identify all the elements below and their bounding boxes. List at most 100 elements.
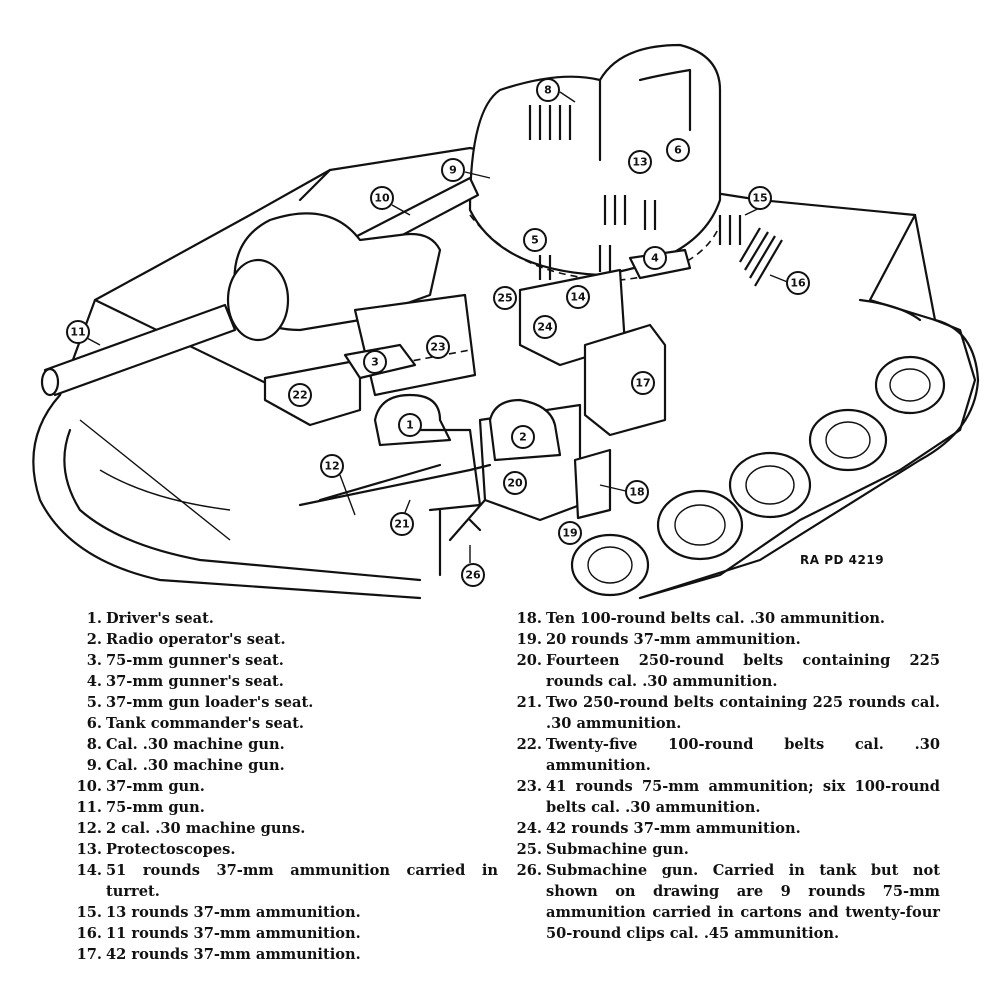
legend-item: 23.41 rounds 75-mm ammunition; six 100-r… (508, 776, 940, 818)
legend-number: 24. (516, 820, 542, 837)
legend-text: Submachine gun. Carried in tank but not … (546, 862, 940, 942)
legend-item: 1.Driver's seat. (68, 608, 498, 629)
legend-text: 11 rounds 37-mm ammunition. (106, 925, 361, 942)
callout-22: 22 (288, 383, 312, 407)
callout-5: 5 (523, 228, 547, 252)
legend-number: 1. (86, 610, 102, 627)
right-track (638, 298, 980, 600)
legend-number: 20. (516, 652, 542, 669)
svg-text:26: 26 (465, 569, 481, 582)
legend-text: Cal. .30 machine gun. (106, 757, 285, 774)
legend-text: Driver's seat. (106, 610, 214, 627)
legend-right-column: 18.Ten 100-round belts cal. .30 ammuniti… (508, 608, 940, 944)
cupola (598, 68, 692, 162)
legend-text: 75-mm gunner's seat. (106, 652, 284, 669)
legend-text: 37-mm gun. (106, 778, 205, 795)
svg-text:10: 10 (374, 192, 390, 205)
svg-text:5: 5 (531, 234, 539, 247)
left-track (32, 393, 422, 600)
callout-19: 19 (558, 521, 582, 545)
callout-16: 16 (786, 271, 810, 295)
svg-text:13: 13 (632, 156, 647, 169)
legend-text: 41 rounds 75-mm ammunition; six 100-roun… (546, 778, 940, 816)
svg-text:14: 14 (570, 291, 586, 304)
legend-text: 2 cal. .30 machine guns. (106, 820, 306, 837)
legend-item: 25.Submachine gun. (508, 839, 940, 860)
svg-text:22: 22 (292, 389, 307, 402)
legend-item: 12.2 cal. .30 machine guns. (68, 818, 498, 839)
svg-text:23: 23 (430, 341, 445, 354)
legend-left-column: 1.Driver's seat.2.Radio operator's seat.… (68, 608, 498, 965)
legend-text: 37-mm gun loader's seat. (106, 694, 314, 711)
legend-text: Fourteen 250-round belts containing 225 … (546, 652, 940, 690)
svg-text:19: 19 (562, 527, 577, 540)
callout-20: 20 (503, 471, 527, 495)
legend-text: Two 250-round belts containing 225 round… (546, 694, 940, 732)
svg-text:21: 21 (394, 518, 409, 531)
legend-number: 2. (86, 631, 102, 648)
gun-75mm-muzzle (40, 367, 60, 397)
legend-item: 24.42 rounds 37-mm ammunition. (508, 818, 940, 839)
callout-9: 9 (441, 158, 465, 182)
legend-item: 26.Submachine gun. Carried in tank but n… (508, 860, 940, 944)
legend-item: 13.Protectoscopes. (68, 839, 498, 860)
callout-15: 15 (748, 186, 772, 210)
legend-item: 17.42 rounds 37-mm ammunition. (68, 944, 498, 965)
legend-item: 11.75-mm gun. (68, 797, 498, 818)
ammo-box-17 (583, 323, 667, 437)
gun-mantlet (226, 258, 290, 342)
legend-number: 22. (516, 736, 542, 753)
callout-11: 11 (66, 320, 90, 344)
legend-item: 6.Tank commander's seat. (68, 713, 498, 734)
legend-item: 21.Two 250-round belts containing 225 ro… (508, 692, 940, 734)
legend-item: 4.37-mm gunner's seat. (68, 671, 498, 692)
callout-4: 4 (643, 246, 667, 270)
callout-2: 2 (511, 425, 535, 449)
svg-text:17: 17 (635, 377, 650, 390)
ammo-box-23 (353, 293, 477, 397)
callout-24: 24 (533, 315, 557, 339)
ammo-box-19 (573, 448, 612, 520)
legend-item: 15.13 rounds 37-mm ammunition. (68, 902, 498, 923)
callout-12: 12 (320, 454, 344, 478)
callout-18: 18 (625, 480, 649, 504)
legend-item: 3.75-mm gunner's seat. (68, 650, 498, 671)
legend-text: 42 rounds 37-mm ammunition. (106, 946, 361, 963)
legend-text: Protectoscopes. (106, 841, 236, 858)
callout-21: 21 (390, 512, 414, 536)
legend-item: 9.Cal. .30 machine gun. (68, 755, 498, 776)
legend-number: 11. (76, 799, 102, 816)
callout-3: 3 (363, 350, 387, 374)
legend-number: 12. (76, 820, 102, 837)
legend-item: 19.20 rounds 37-mm ammunition. (508, 629, 940, 650)
submachine-gun-26 (448, 498, 487, 542)
legend-text: 20 rounds 37-mm ammunition. (546, 631, 801, 648)
road-wheels (570, 355, 946, 597)
legend-number: 4. (86, 673, 102, 690)
callout-14: 14 (566, 285, 590, 309)
legend-text: 51 rounds 37-mm ammunition carried in tu… (106, 862, 498, 900)
legend-text: Submachine gun. (546, 841, 689, 858)
tank-drawing: 1 2 3 4 5 6 8 9 10 11 12 13 14 15 16 17 … (32, 43, 980, 600)
legend-item: 10.37-mm gun. (68, 776, 498, 797)
legend-number: 14. (76, 862, 102, 879)
svg-text:18: 18 (629, 486, 644, 499)
legend-number: 21. (516, 694, 542, 711)
legend-number: 26. (516, 862, 542, 879)
svg-text:6: 6 (674, 144, 682, 157)
svg-text:12: 12 (324, 460, 339, 473)
callout-1: 1 (398, 413, 422, 437)
legend-number: 8. (86, 736, 102, 753)
legend-number: 18. (516, 610, 542, 627)
legend-number: 17. (76, 946, 102, 963)
legend-number: 9. (86, 757, 102, 774)
svg-text:11: 11 (70, 326, 85, 339)
legend-number: 10. (76, 778, 102, 795)
legend-item: 14.51 rounds 37-mm ammunition carried in… (68, 860, 498, 902)
legend-item: 5.37-mm gun loader's seat. (68, 692, 498, 713)
legend-number: 25. (516, 841, 542, 858)
legend-number: 3. (86, 652, 102, 669)
legend-item: 18.Ten 100-round belts cal. .30 ammuniti… (508, 608, 940, 629)
legend-text: 37-mm gunner's seat. (106, 673, 284, 690)
tank-cutaway-diagram: 1 2 3 4 5 6 8 9 10 11 12 13 14 15 16 17 … (32, 43, 980, 600)
